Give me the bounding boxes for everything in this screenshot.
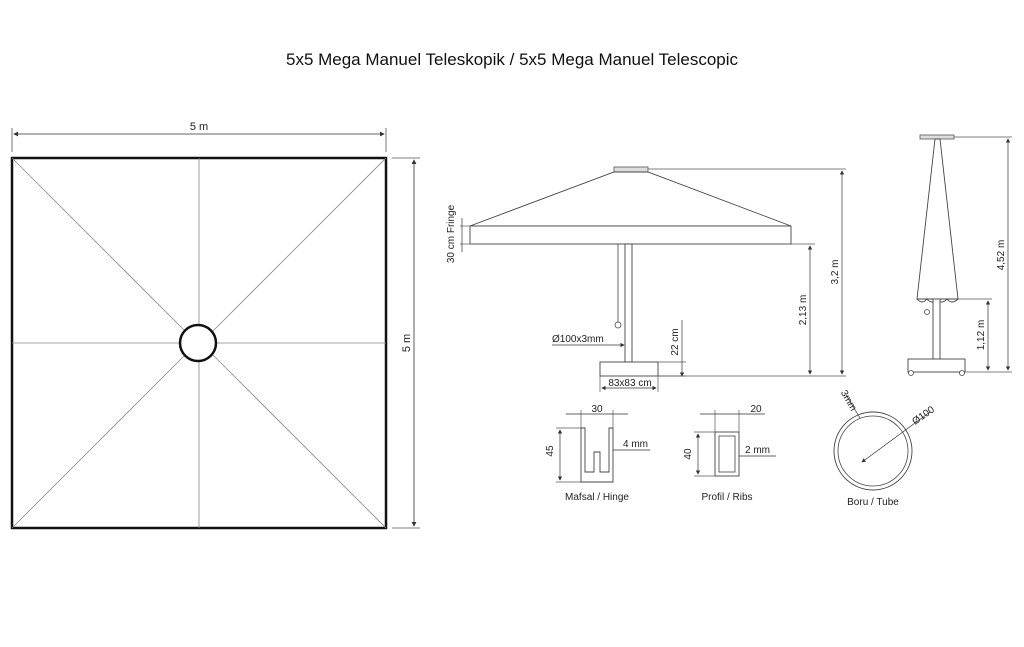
base-height-label: 22 cm	[670, 328, 681, 355]
closed-pole	[932, 298, 941, 360]
rib-detail: 20 40 2 mm Profil / Ribs	[683, 404, 776, 503]
depth-label: 5 m	[401, 334, 413, 352]
closed-view: 1,12 m 4,52 m	[907, 134, 1012, 376]
base-plate	[599, 361, 659, 377]
canopy-ribs	[11, 157, 387, 529]
canopy-top-cap	[613, 166, 649, 173]
hinge-height-label: 45	[545, 445, 556, 457]
tube-wall-leader	[845, 394, 861, 419]
closed-top-cap	[919, 134, 955, 140]
hinge-caption: Mafsal / Hinge	[565, 492, 629, 503]
tube-diameter-label: Ø100	[910, 404, 937, 427]
rib-caption: Profil / Ribs	[701, 492, 752, 503]
base-size-label: 83x83 cm	[608, 378, 651, 389]
tube-diameter-leader	[861, 411, 931, 463]
rib-height-label: 40	[683, 448, 694, 460]
canopy-roof	[469, 171, 792, 227]
tube-inner-circle	[837, 415, 909, 487]
total-height-label: 3,2 m	[830, 259, 841, 284]
rib-thickness-label: 2 mm	[745, 445, 770, 456]
pole-label: Ø100x3mm	[552, 334, 604, 345]
fringe-height-label: 1,12 m	[976, 320, 987, 351]
width-label: 5 m	[190, 121, 208, 133]
side-view: 30 cm Fringe Ø100x3mm 22 cm 83x83 cm 2,1…	[446, 166, 846, 392]
rib-width-label: 20	[750, 404, 762, 415]
canopy-fringe	[469, 225, 792, 245]
closed-total-height-label: 4,52 m	[996, 240, 1007, 271]
fringe-label: 30 cm Fringe	[446, 204, 457, 263]
clearance-label: 2,13 m	[798, 295, 809, 326]
hinge-width-label: 30	[591, 404, 603, 415]
pole	[624, 243, 633, 363]
hinge-profile	[580, 427, 614, 483]
drawing-title: 5x5 Mega Manuel Teleskopik / 5x5 Mega Ma…	[285, 50, 739, 69]
crank-handle	[614, 321, 622, 329]
pole-hub	[178, 323, 218, 363]
tube-wall-label: 3mm	[838, 388, 859, 413]
closed-base-plate	[907, 358, 966, 373]
tube-caption: Boru / Tube	[847, 497, 899, 508]
base-wheel-icon	[908, 370, 914, 376]
base-wheel-icon	[959, 370, 965, 376]
hinge-detail: 30 45 4 mm Mafsal / Hinge	[545, 404, 650, 503]
tube-detail: Ø100 3mm Boru / Tube	[833, 388, 937, 508]
closed-canopy	[916, 138, 959, 300]
hinge-thickness-label: 4 mm	[623, 439, 648, 450]
closed-crank-handle	[924, 309, 930, 315]
plan-view: 5 m 5 m	[10, 121, 420, 530]
